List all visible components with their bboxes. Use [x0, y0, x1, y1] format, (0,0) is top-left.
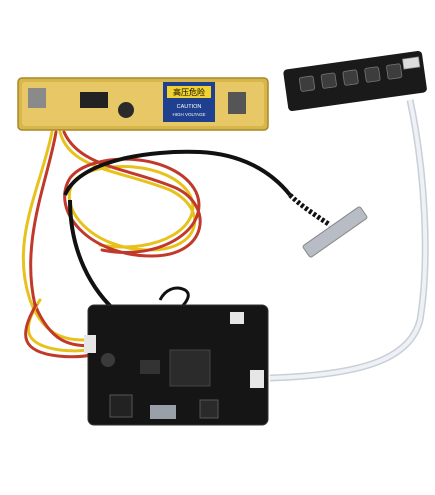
- controller-capacitor: [101, 353, 115, 367]
- board-connector-right: [250, 370, 264, 388]
- keypad-button-5[interactable]: [386, 63, 403, 80]
- inverter-connector: [28, 88, 46, 108]
- warning-text-en-1: CAUTION: [177, 104, 202, 110]
- keypad-button-2[interactable]: [320, 72, 337, 89]
- keypad-board: [283, 50, 427, 112]
- power-jack[interactable]: [109, 394, 133, 418]
- warning-text-cn: 高压危险: [173, 87, 205, 97]
- warning-text-en-2: HIGH VOLTAGE: [172, 112, 205, 117]
- audio-jack[interactable]: [199, 399, 219, 419]
- inverter-board: 高压危险 CAUTION HIGH VOLTAGE: [17, 77, 269, 131]
- power-wires: [21, 130, 202, 359]
- warning-sticker: 高压危险 CAUTION HIGH VOLTAGE: [163, 82, 215, 122]
- keypad-button-4[interactable]: [364, 66, 381, 83]
- keypad-button-3[interactable]: [342, 69, 359, 86]
- main-chip: [169, 349, 211, 387]
- board-connector-top: [230, 312, 244, 324]
- hdmi-port[interactable]: [150, 405, 176, 419]
- controller-board: [84, 304, 269, 426]
- secondary-chip: [140, 360, 160, 374]
- keypad-connector: [402, 56, 421, 70]
- ribbon-cable: [269, 99, 429, 382]
- keypad-button-1[interactable]: [299, 75, 316, 92]
- inverter-transformer: [228, 92, 246, 114]
- board-connector-left: [84, 335, 96, 353]
- inverter-chip: [80, 92, 108, 108]
- inverter-capacitor: [118, 102, 134, 118]
- lvds-connector: [302, 206, 368, 258]
